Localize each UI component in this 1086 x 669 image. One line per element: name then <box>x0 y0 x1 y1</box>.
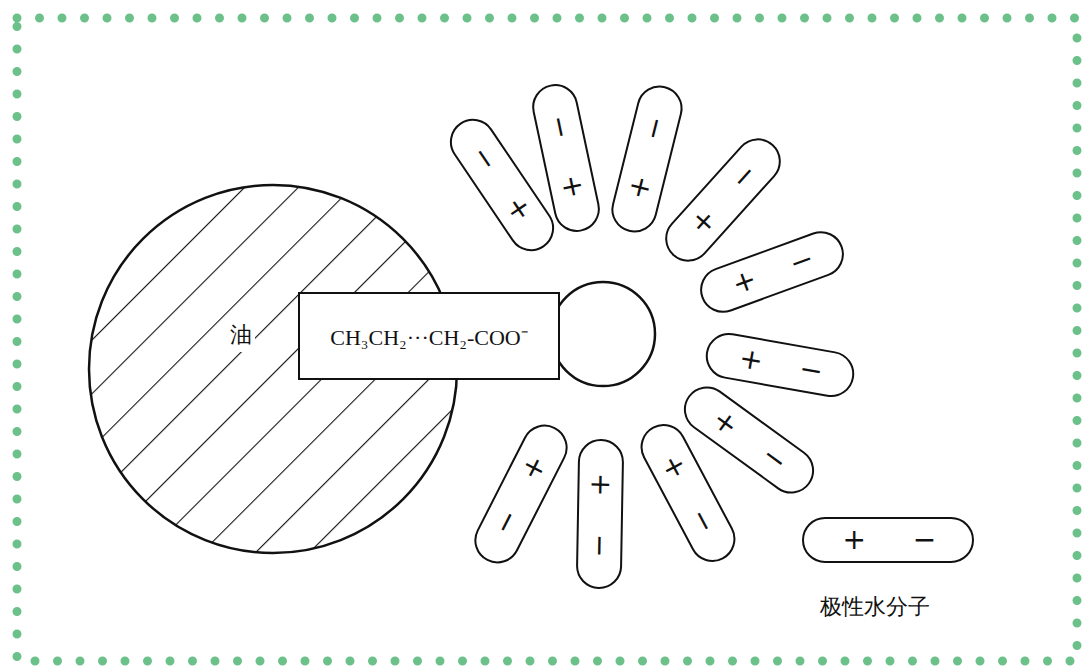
negative-pole: − <box>797 354 825 386</box>
water-molecule: +− <box>467 417 576 572</box>
negative-pole: − <box>637 114 670 144</box>
water-molecule: +− <box>576 439 625 590</box>
negative-pole: − <box>913 526 936 554</box>
negative-pole: − <box>490 506 526 540</box>
caption-label: 极性水分子 <box>820 592 930 622</box>
positive-pole: + <box>729 265 761 299</box>
positive-pole: + <box>843 526 866 554</box>
positive-pole: + <box>587 473 615 497</box>
positive-pole: + <box>555 172 587 201</box>
positive-pole: + <box>623 173 656 203</box>
polar-head <box>551 282 655 386</box>
positive-pole: + <box>685 204 722 240</box>
negative-pole: − <box>757 440 792 476</box>
water-molecule: +− <box>802 517 974 563</box>
positive-pole: + <box>500 192 536 227</box>
negative-pole: − <box>685 504 721 538</box>
negative-pole: − <box>466 141 502 176</box>
positive-pole: + <box>708 404 743 440</box>
negative-pole: − <box>786 244 818 278</box>
negative-pole: − <box>586 534 614 558</box>
positive-pole: + <box>738 344 766 376</box>
positive-pole: + <box>656 450 692 484</box>
water-molecule: +− <box>702 330 858 401</box>
negative-pole: − <box>726 158 763 194</box>
chain-formula: CH₃CH₂···CH₂-COO⁻ <box>330 321 527 351</box>
hydrocarbon-chain: CH₃CH₂···CH₂-COO⁻ <box>298 292 560 380</box>
negative-pole: − <box>542 113 574 142</box>
water-molecule: +− <box>606 81 687 238</box>
oil-label: 油 <box>227 318 255 352</box>
dotted-frame <box>17 18 1077 661</box>
positive-pole: + <box>517 452 553 486</box>
